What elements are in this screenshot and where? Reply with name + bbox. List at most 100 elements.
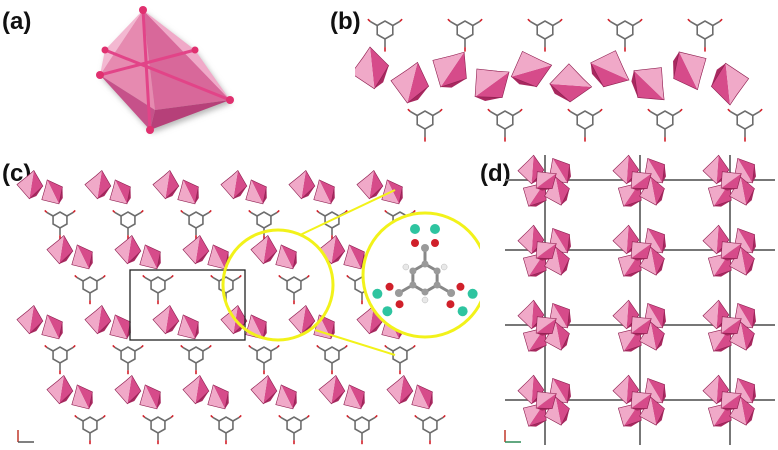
inset-circle	[361, 211, 480, 339]
cluster-node	[702, 374, 756, 427]
chain-illustration	[355, 18, 763, 142]
octahedron	[109, 179, 131, 205]
octahedron	[612, 299, 640, 330]
octahedron	[355, 46, 390, 90]
octahedron	[313, 179, 335, 205]
zoom-line	[299, 189, 396, 236]
organic-linker	[74, 414, 106, 445]
organic-linker	[180, 344, 212, 375]
organic-linker	[567, 108, 603, 142]
panel-c-network	[0, 150, 480, 450]
octahedron	[343, 384, 365, 410]
axis-indicator	[17, 430, 34, 443]
octahedron	[16, 305, 44, 335]
organic-linker	[447, 18, 483, 52]
octahedron	[288, 305, 316, 335]
organic-linker	[414, 414, 446, 445]
octahedron	[535, 241, 557, 261]
cluster-node	[702, 154, 756, 207]
octahedron	[386, 375, 414, 405]
organic-linker	[142, 274, 174, 305]
octahedron	[343, 244, 365, 270]
octahedron	[207, 384, 229, 410]
cluster-node	[517, 224, 571, 277]
octahedron	[152, 305, 180, 335]
octahedron-illustration	[96, 6, 234, 134]
ligand-ball-stick	[372, 224, 478, 317]
framework-illustration	[504, 154, 775, 445]
octahedron	[177, 314, 199, 340]
organic-linker	[142, 414, 174, 445]
octahedron	[139, 244, 161, 270]
octahedron	[245, 179, 267, 205]
organic-linker	[407, 108, 443, 142]
octahedron	[220, 170, 248, 200]
zoom-line	[314, 329, 396, 356]
cluster-node	[702, 224, 756, 277]
octahedron	[114, 235, 142, 265]
octahedron	[275, 384, 297, 410]
cluster-node	[517, 299, 571, 352]
octahedron	[630, 241, 652, 261]
octahedron	[702, 154, 730, 185]
octahedron	[631, 67, 665, 101]
octahedron	[590, 50, 630, 88]
organic-linker	[487, 108, 523, 142]
octahedron	[535, 391, 557, 411]
cluster-node	[702, 299, 756, 352]
highlight-circle	[221, 228, 335, 342]
octahedron	[729, 176, 755, 206]
panel-label-d: (d)	[480, 160, 511, 187]
octahedron	[510, 50, 553, 88]
axis-indicator	[504, 430, 521, 443]
organic-linker	[607, 18, 643, 52]
octahedron	[177, 179, 199, 205]
octahedron	[720, 241, 742, 261]
organic-linker	[687, 18, 723, 52]
octahedron	[46, 375, 74, 405]
octahedron	[71, 244, 93, 270]
octahedron	[535, 171, 557, 191]
octahedron	[84, 170, 112, 200]
octahedron	[182, 235, 210, 265]
octahedron	[16, 170, 44, 200]
octahedron	[46, 235, 74, 265]
octahedron	[710, 62, 750, 106]
octahedron	[41, 314, 63, 340]
octahedron	[318, 375, 346, 405]
octahedron	[720, 171, 742, 191]
organic-linker	[210, 414, 242, 445]
octahedron	[318, 235, 346, 265]
octahedron	[84, 305, 112, 335]
octahedron	[474, 68, 510, 102]
organic-linker	[112, 209, 144, 240]
organic-linker	[384, 344, 416, 375]
organic-linker	[112, 344, 144, 375]
octahedron	[720, 316, 742, 336]
octahedron	[630, 171, 652, 191]
octahedron	[152, 170, 180, 200]
octahedron	[411, 384, 433, 410]
octahedron	[114, 375, 142, 405]
organic-linker	[44, 209, 76, 240]
octahedron	[630, 316, 652, 336]
octahedron	[288, 170, 316, 200]
octahedron	[390, 61, 430, 104]
octahedron	[630, 391, 652, 411]
octahedron	[41, 179, 63, 205]
octahedron	[432, 51, 467, 88]
octahedron	[549, 63, 593, 103]
organic-linker	[278, 414, 310, 445]
octahedron	[182, 375, 210, 405]
organic-linker	[278, 274, 310, 305]
network-illustration	[16, 170, 480, 445]
octahedron	[250, 375, 278, 405]
organic-linker	[346, 414, 378, 445]
octahedron	[71, 384, 93, 410]
cluster-node	[612, 299, 666, 352]
octahedron	[356, 305, 384, 335]
unit-cell-box	[129, 269, 246, 341]
organic-linker	[527, 18, 563, 52]
cluster-node	[612, 374, 666, 427]
octahedron	[207, 244, 229, 270]
